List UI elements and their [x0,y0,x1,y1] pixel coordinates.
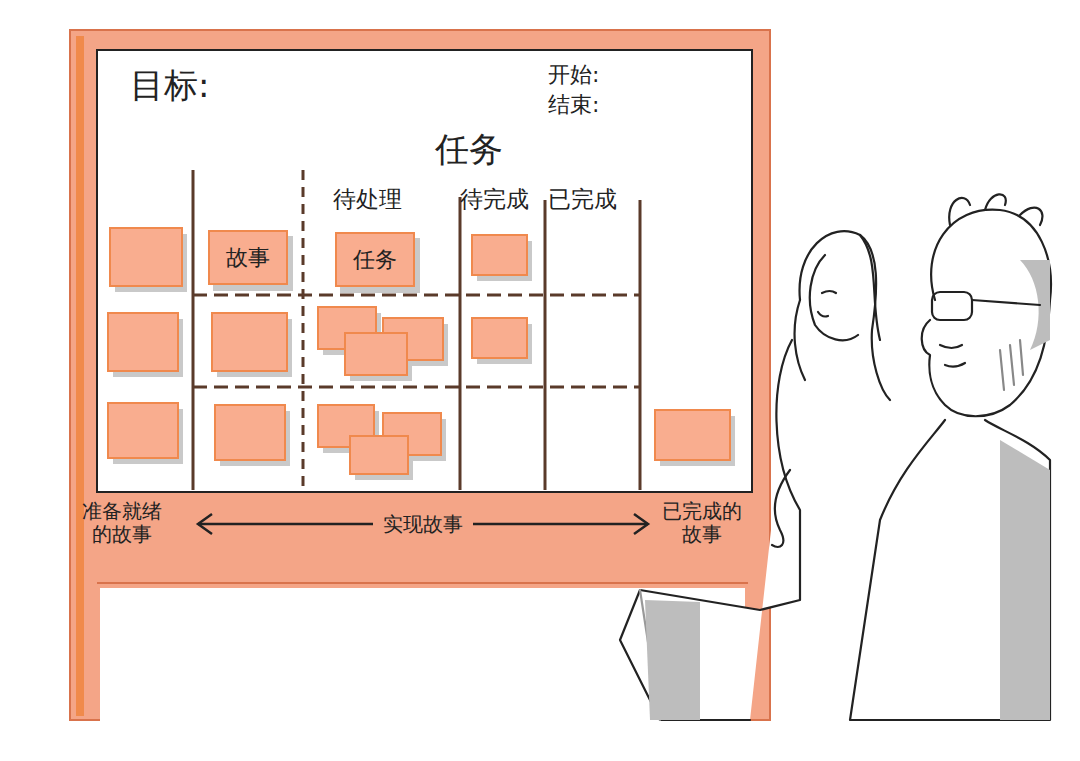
board-heading: 任务 [435,130,503,169]
end-label: 结束: [548,92,599,117]
board-bottom-band: 准备就绪的故事 实现故事 已完成的故事 [70,490,770,582]
done-stories-label: 已完成的故事 [658,500,746,546]
column-header: 已完成 [548,186,617,212]
goal-label: 目标: [130,66,209,105]
sticky-text: 任务 [347,245,403,275]
story-sticky-note: 故事 [208,230,288,285]
implement-stories-label: 实现故事 [373,513,473,536]
sticky-text: 故事 [220,243,276,273]
start-label: 开始: [548,62,599,87]
column-header: 待处理 [333,186,402,212]
column-header: 待完成 [460,186,529,212]
task-sticky-note: 任务 [335,232,415,287]
ready-stories-label: 准备就绪的故事 [78,500,166,546]
